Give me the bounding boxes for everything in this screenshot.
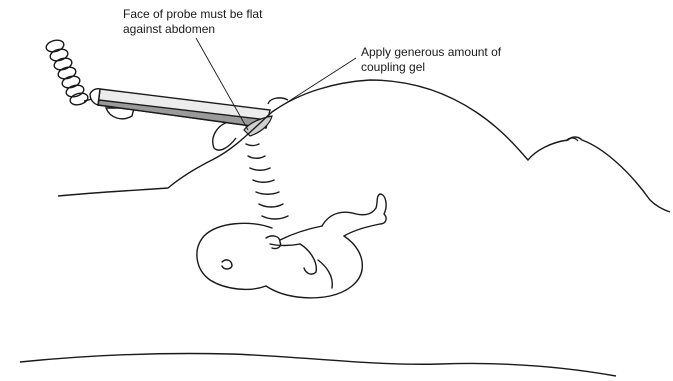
callout-probe-face: Face of probe must be flat against abdom… bbox=[123, 7, 262, 37]
leader-coupling-gel bbox=[272, 58, 356, 112]
fetus bbox=[197, 194, 386, 298]
ultrasound-waves bbox=[246, 144, 288, 219]
back-outline bbox=[20, 353, 616, 376]
callout-probe-face-line1: Face of probe must be flat bbox=[123, 7, 262, 22]
callout-coupling-gel: Apply generous amount of coupling gel bbox=[361, 45, 501, 75]
callout-coupling-gel-line2: coupling gel bbox=[361, 60, 501, 75]
callout-coupling-gel-line1: Apply generous amount of bbox=[361, 45, 501, 60]
callout-probe-face-line2: against abdomen bbox=[123, 22, 262, 37]
